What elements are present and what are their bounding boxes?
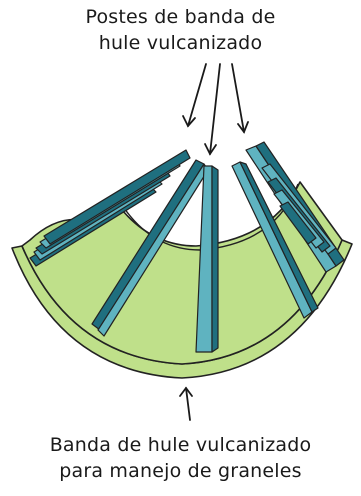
posts-arrows <box>183 64 248 154</box>
band-label: Banda de hule vulcanizado para manejo de… <box>0 432 361 484</box>
arrow-to-right-posts <box>232 64 244 132</box>
arrow-to-center-post <box>210 64 220 154</box>
post-center-side <box>212 166 218 352</box>
band-label-line-1: Banda de hule vulcanizado <box>0 432 361 458</box>
band-arrow <box>180 388 192 420</box>
band-label-line-2: para manejo de graneles <box>0 458 361 484</box>
arrow-to-left-posts <box>188 64 206 126</box>
